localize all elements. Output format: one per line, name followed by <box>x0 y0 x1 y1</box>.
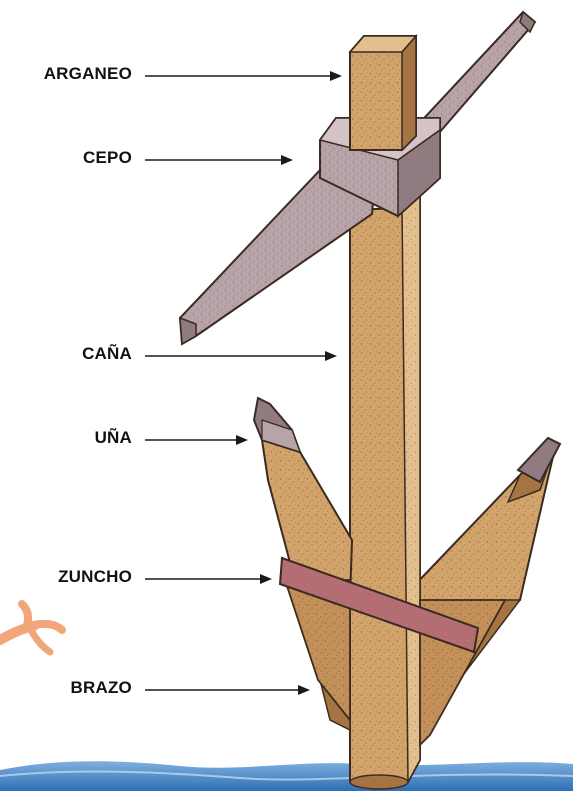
arrow-cana <box>145 351 337 361</box>
arrow-cepo <box>145 155 293 165</box>
label-brazo: BRAZO <box>0 678 132 698</box>
water-decoration <box>0 761 573 791</box>
arrow-zuncho <box>145 574 272 584</box>
shank-top-arganeo <box>350 36 416 150</box>
label-zuncho: ZUNCHO <box>0 567 132 587</box>
stock-front-arm <box>180 168 374 344</box>
label-arganeo: ARGANEO <box>0 64 132 84</box>
label-cepo: CEPO <box>0 148 132 168</box>
arrow-brazo <box>145 685 310 695</box>
coral-decoration <box>0 604 62 652</box>
label-una: UÑA <box>0 428 132 448</box>
arrow-una <box>145 435 248 445</box>
fluke-left <box>254 398 300 452</box>
label-cana: CAÑA <box>0 344 132 364</box>
shank <box>350 190 420 789</box>
arrow-arganeo <box>145 71 342 81</box>
